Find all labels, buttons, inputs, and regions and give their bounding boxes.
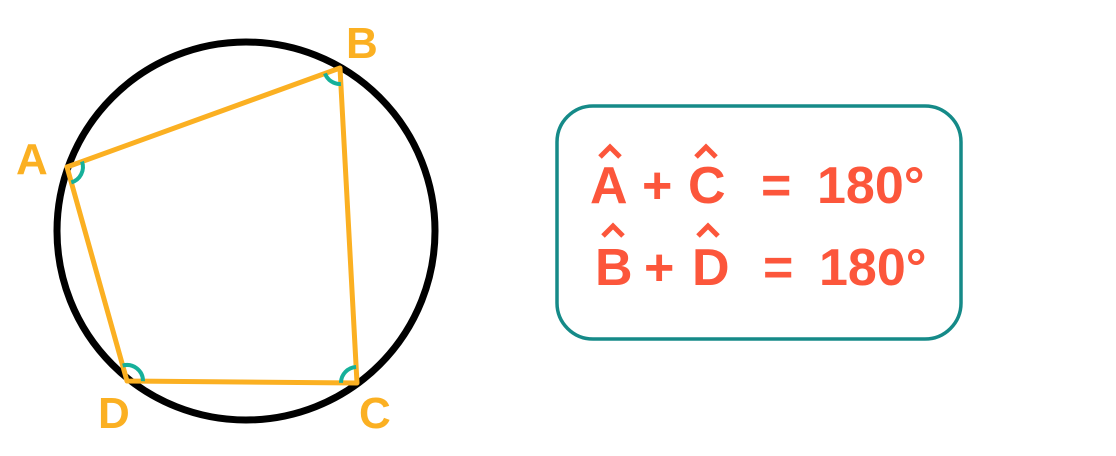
hat-icon [601,222,625,238]
plus-sign: + [642,157,672,215]
sum-value: 180° [819,239,927,297]
equals-sign: = [761,157,791,215]
hat-icon [694,143,718,159]
angle-a: A [590,157,628,215]
circumcircle [53,38,439,424]
sum-value: 180° [817,157,925,215]
vertex-label-c: C [359,389,391,438]
equation-line-2: B + D = 180° [595,222,927,297]
angle-d: D [692,239,730,297]
vertex-label-d: D [98,389,130,438]
angle-mark-c [339,365,357,383]
equation-line-1: A + C = 180° [590,143,925,215]
hat-icon [598,143,622,159]
vertex-label-b: B [346,19,378,68]
equals-sign: = [763,239,793,297]
vertex-label-a: A [16,135,48,184]
angle-mark-a [70,160,85,185]
equation-box [555,104,963,341]
angle-c: C [688,157,726,215]
hat-icon [696,222,720,238]
angle-b: B [595,239,633,297]
angle-mark-b [323,72,342,86]
quadrilateral-abcd [64,65,360,386]
angle-mark-d [122,363,146,382]
plus-sign: + [644,239,674,297]
